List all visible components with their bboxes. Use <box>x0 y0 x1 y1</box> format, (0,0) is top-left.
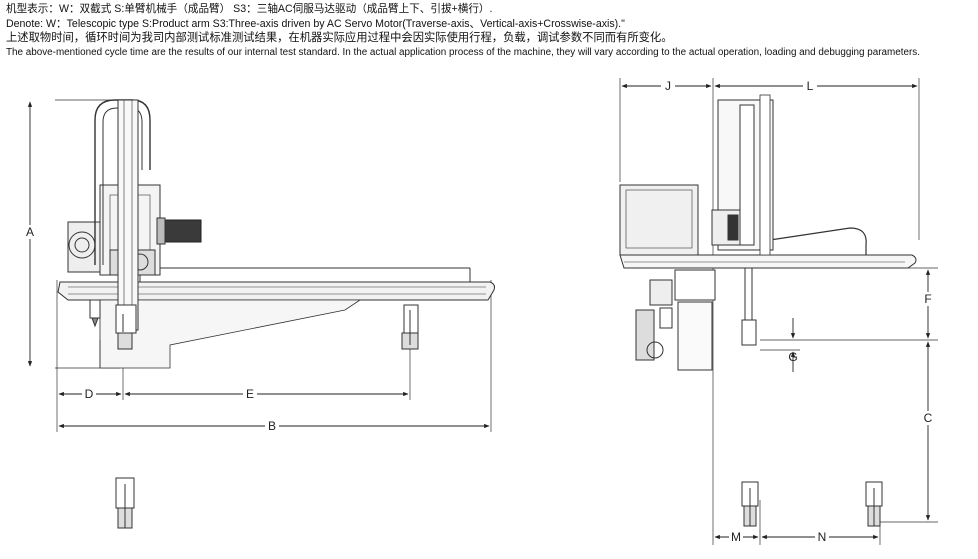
model-notation-en: Denote: W：Telescopic type S:Product arm … <box>6 17 625 30</box>
cycle-time-note-cn: 上述取物时间，循环时间为我司内部测试标准测试结果，在机器实际应用过程中会因实际使… <box>6 32 673 44</box>
dimension-A-label: A <box>26 225 34 239</box>
dimension-L-label: L <box>807 79 814 93</box>
dimension-F-label: F <box>924 292 931 306</box>
dimension-M-label: M <box>731 530 741 544</box>
side-view <box>619 78 938 545</box>
notes-block: 机型表示：W：双截式 S:单臂机械手（成品臂） S3：三轴AC伺服马达驱动（成品… <box>6 2 974 60</box>
dimension-D-label: D <box>85 387 94 401</box>
dimension-J-label: J <box>665 79 671 93</box>
dimension-N-label: N <box>818 530 827 544</box>
front-view <box>55 99 495 529</box>
dimension-C-label: C <box>924 411 933 425</box>
cycle-time-note-en: The above-mentioned cycle time are the r… <box>6 46 920 58</box>
dimension-E-label: E <box>246 387 254 401</box>
model-notation-cn: 机型表示：W：双截式 S:单臂机械手（成品臂） S3：三轴AC伺服马达驱动（成品… <box>6 3 493 15</box>
dimension-B-label: B <box>268 419 276 433</box>
dimension-G-label: G <box>788 350 797 364</box>
